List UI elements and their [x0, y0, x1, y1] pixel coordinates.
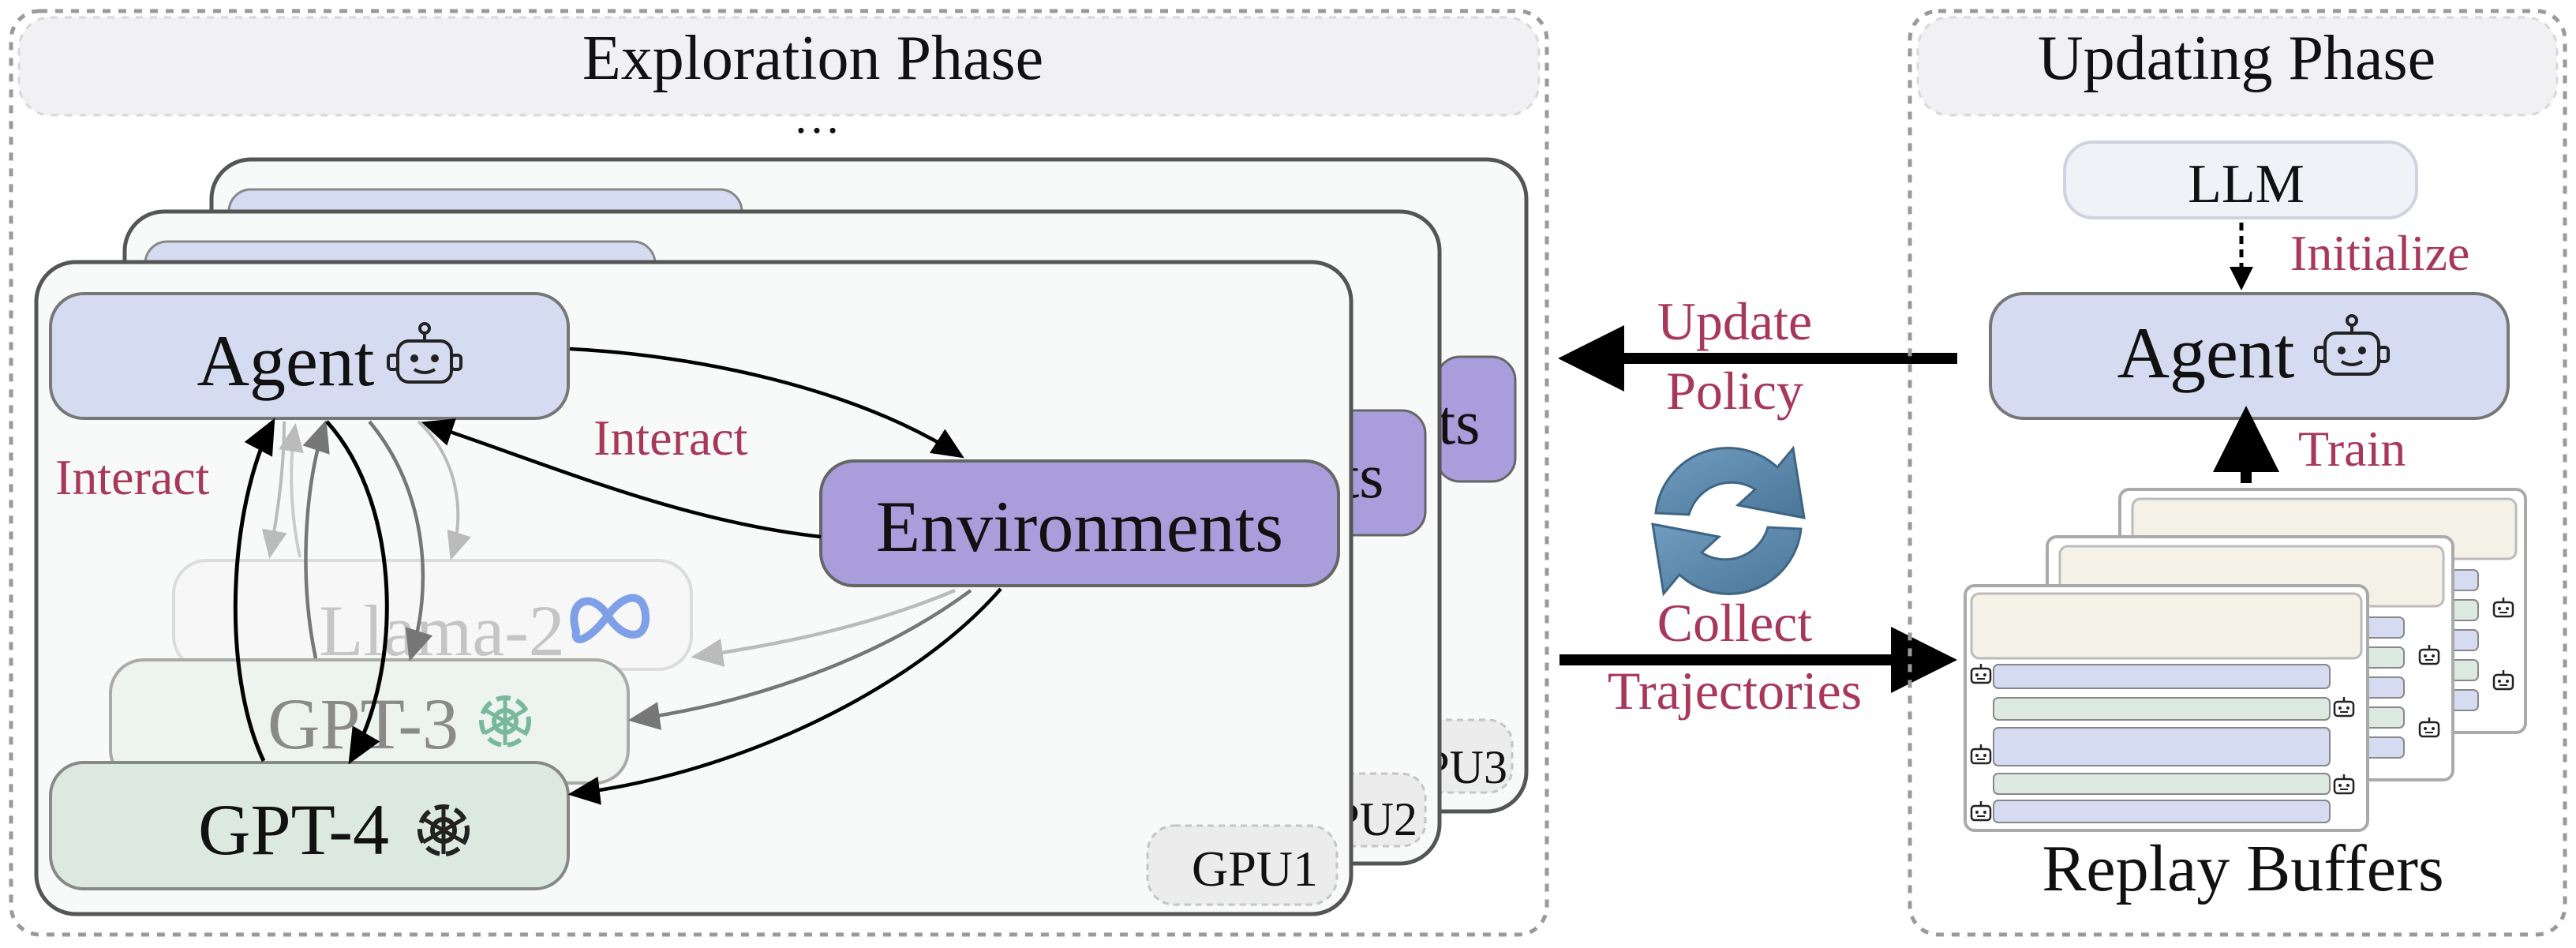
- arrow-agent-to-gpt3: [368, 420, 433, 662]
- arrow-env-to-llama: [691, 588, 956, 667]
- environments-box: Environments: [819, 459, 1340, 587]
- gpt4-label: GPT-4: [198, 789, 389, 870]
- agent-box-exploration: Agent: [49, 292, 570, 420]
- update-label: Update: [1657, 291, 1812, 351]
- gpt3-label: GPT-3: [268, 684, 459, 764]
- interact-label-left: Interact: [55, 449, 210, 505]
- exploration-arrows: [233, 347, 1002, 805]
- updating-title: Updating Phase: [2038, 24, 2436, 93]
- arrow-agent-to-llama-b: [417, 420, 472, 560]
- more-gpus-ellipsis: …: [793, 91, 841, 143]
- agent-label-updating: Agent: [2117, 313, 2295, 393]
- llm-box: LLM: [2063, 141, 2418, 219]
- policy-label: Policy: [1666, 361, 1803, 421]
- replay-buffers-label: Replay Buffers: [2042, 832, 2443, 905]
- arrow-agent-to-env: [569, 347, 964, 459]
- middle-connector: Update Policy Collect Trajectories: [1558, 291, 1957, 721]
- arrow-env-to-gpt3: [627, 589, 972, 730]
- agent-label-exploration: Agent: [197, 320, 375, 401]
- gpu1-label: GPU1: [1192, 841, 1318, 897]
- collect-label: Collect: [1657, 593, 1813, 653]
- agent-box-updating: Agent: [1989, 292, 2510, 420]
- environments-label: Environments: [876, 486, 1283, 567]
- exploration-phase-panel: Exploration Phase …: [9, 9, 1549, 937]
- llama2-box: Llama-2: [172, 559, 693, 671]
- exploration-title: Exploration Phase: [582, 24, 1043, 93]
- interact-label-right: Interact: [593, 410, 748, 466]
- llm-label: LLM: [2188, 154, 2305, 215]
- arrow-gpt4-to-agent: [233, 418, 275, 763]
- arrow-env-to-agent: [421, 418, 822, 539]
- sync-icon: [1651, 445, 1806, 597]
- llama2-label: Llama-2: [319, 590, 565, 671]
- gpu3-env-label-fragment: ts: [1438, 388, 1480, 458]
- trajectories-label: Trajectories: [1608, 661, 1862, 721]
- initialize-label: Initialize: [2290, 225, 2469, 281]
- updating-phase-panel: Updating Phase: [1908, 9, 2567, 937]
- arrow-env-to-gpt4: [567, 587, 1002, 805]
- train-label: Train: [2298, 421, 2406, 477]
- arrow-agent-to-gpt4: [325, 420, 389, 765]
- meta-logo-icon: [570, 594, 650, 643]
- gpt4-box: GPT-4: [49, 761, 570, 890]
- replay-buffers: [1964, 488, 2527, 832]
- arrow-llama-to-agent: [279, 423, 304, 558]
- arrow-gpt3-to-agent: [302, 419, 330, 659]
